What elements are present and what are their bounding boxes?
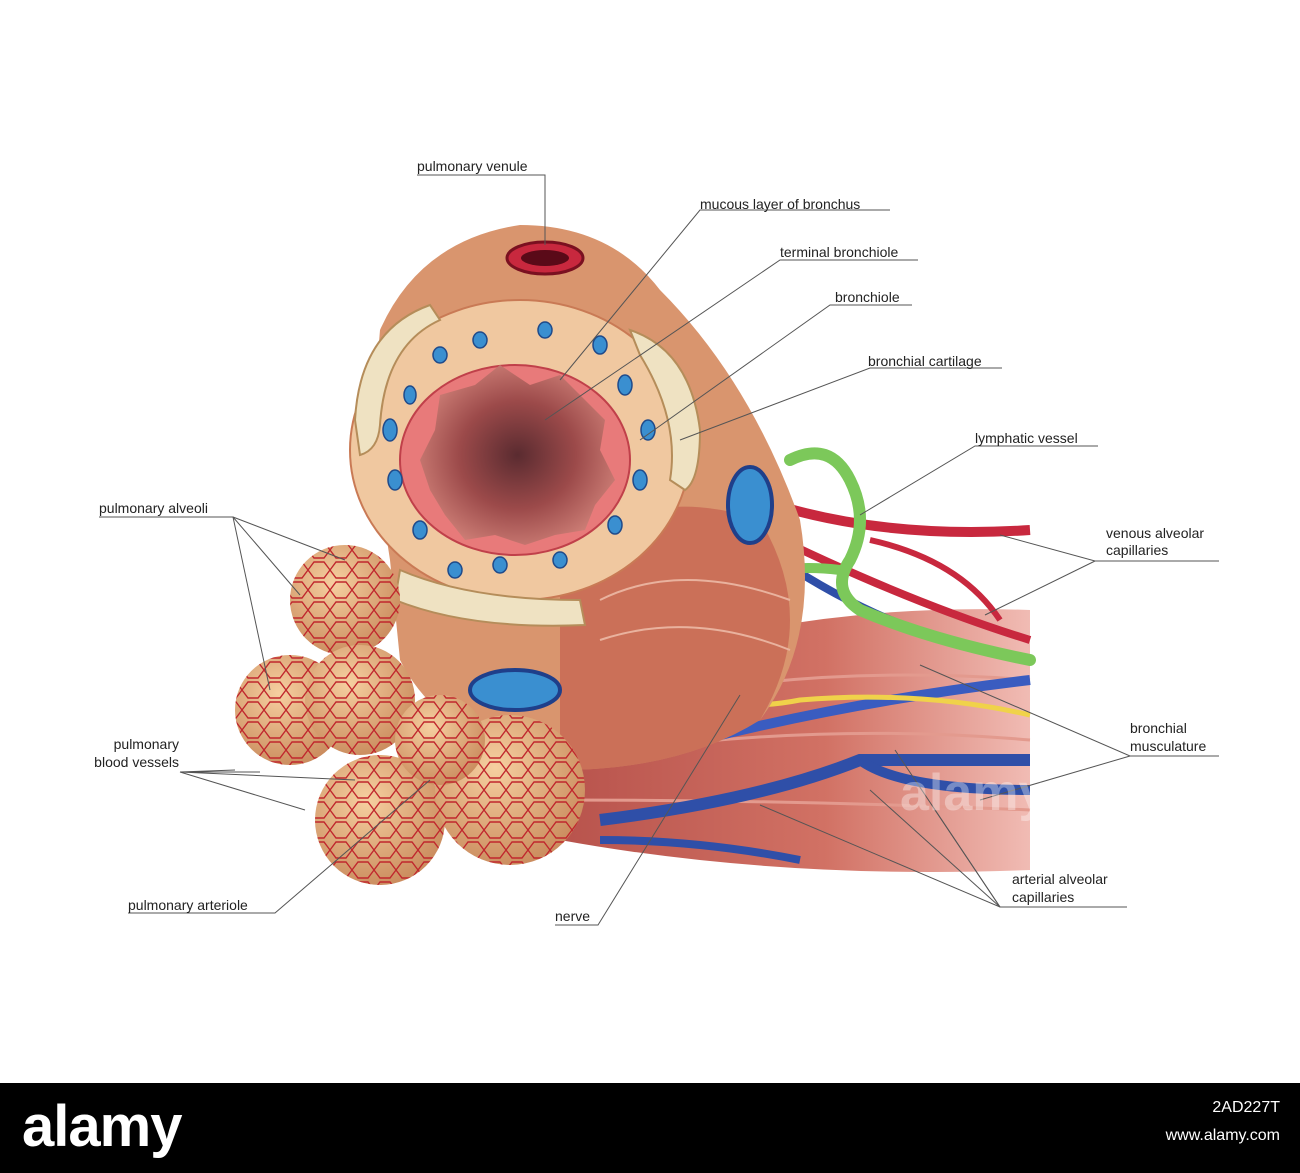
leader-lines (99, 174, 1219, 926)
label-pulmonary-blood-vessels-line2: blood vessels (94, 754, 179, 770)
label-terminal-bronchiole: terminal bronchiole (780, 244, 899, 260)
label-pulmonary-blood-vessels-line1: pulmonary (113, 736, 179, 752)
label-bronchial-cartilage: bronchial cartilage (868, 353, 982, 369)
label-arterial-capillaries-line1: arterial alveolar (1012, 871, 1108, 887)
label-lymphatic-vessel: lymphatic vessel (975, 430, 1078, 446)
label-mucous-layer: mucous layer of bronchus (700, 196, 861, 212)
label-venous-capillaries-line1: venous alveolar (1106, 525, 1205, 541)
stock-url: www.alamy.com (1165, 1127, 1280, 1144)
brand-logo: alamy (22, 1094, 182, 1159)
watermark-text: alamy (900, 764, 1048, 822)
label-pulmonary-arteriole: pulmonary arteriole (128, 897, 248, 913)
cartilage-plate-right (628, 328, 702, 492)
cartilage-plate-left (353, 303, 442, 457)
label-nerve: nerve (555, 908, 591, 924)
alveoli-cluster (235, 545, 585, 885)
label-bronchial-musculature-line1: bronchial (1130, 720, 1187, 736)
stock-image-id: 2AD227T (1212, 1099, 1280, 1116)
label-pulmonary-venule: pulmonary venule (417, 158, 528, 174)
lower-vessel (468, 668, 562, 712)
label-bronchiole: bronchiole (835, 289, 900, 305)
label-bronchial-musculature-line2: musculature (1130, 738, 1207, 754)
label-venous-capillaries-line2: capillaries (1106, 542, 1169, 558)
side-vessel (726, 465, 774, 545)
stock-footer-bar: alamy 2AD227T www.alamy.com (0, 1083, 1300, 1173)
label-pulmonary-alveoli: pulmonary alveoli (99, 500, 208, 516)
label-arterial-capillaries-line2: capillaries (1012, 889, 1075, 905)
cartilage-plate-bottom (393, 568, 587, 627)
bronchus-cross-section (349, 299, 702, 627)
